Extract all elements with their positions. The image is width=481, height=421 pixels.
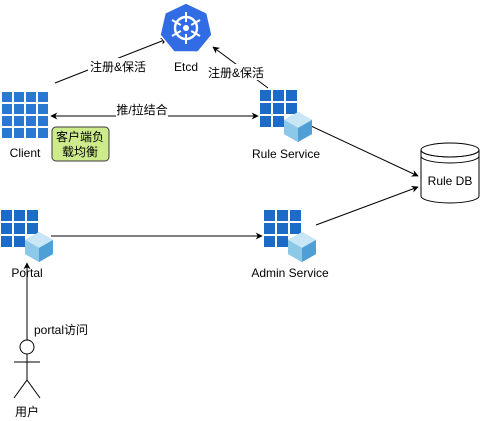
portal-node[interactable]: Portal [1, 210, 53, 280]
edge-label-user-portal: portal访问 [34, 323, 88, 337]
portal-label: Portal [11, 266, 42, 280]
note-line-2: 载均衡 [62, 145, 98, 159]
note-line-1: 客户端负 [56, 129, 104, 144]
azure-service-icon [1, 210, 53, 262]
etcd-label: Etcd [174, 60, 198, 74]
etcd-node[interactable]: Etcd [159, 2, 213, 74]
grid-icon [2, 92, 48, 138]
edge-admin-db [315, 185, 419, 226]
azure-service-icon [264, 210, 316, 262]
edge-label-rule-etcd: 注册&保活 [208, 65, 264, 80]
rule-db-label: Rule DB [428, 174, 473, 188]
rule-db-node[interactable]: Rule DB [420, 142, 480, 204]
azure-service-icon [260, 90, 312, 142]
stick-figure-icon [13, 339, 41, 399]
rule-service-label: Rule Service [252, 147, 320, 161]
kubernetes-icon [159, 2, 213, 53]
admin-service-label: Admin Service [251, 266, 329, 280]
database-cylinder-icon [420, 142, 480, 204]
client-node[interactable]: Client [2, 92, 48, 160]
user-node[interactable]: 用户 [13, 339, 41, 419]
load-balance-note: 客户端负 载均衡 [51, 126, 110, 162]
client-label: Client [10, 146, 41, 160]
edge-label-client-rule: 推/拉结合 [116, 102, 167, 117]
user-label: 用户 [15, 404, 39, 419]
edge-label-client-etcd: 注册&保活 [90, 59, 146, 74]
admin-service-node[interactable]: Admin Service [251, 210, 329, 280]
rule-service-node[interactable]: Rule Service [252, 90, 320, 161]
edge-rule-db [310, 125, 419, 177]
